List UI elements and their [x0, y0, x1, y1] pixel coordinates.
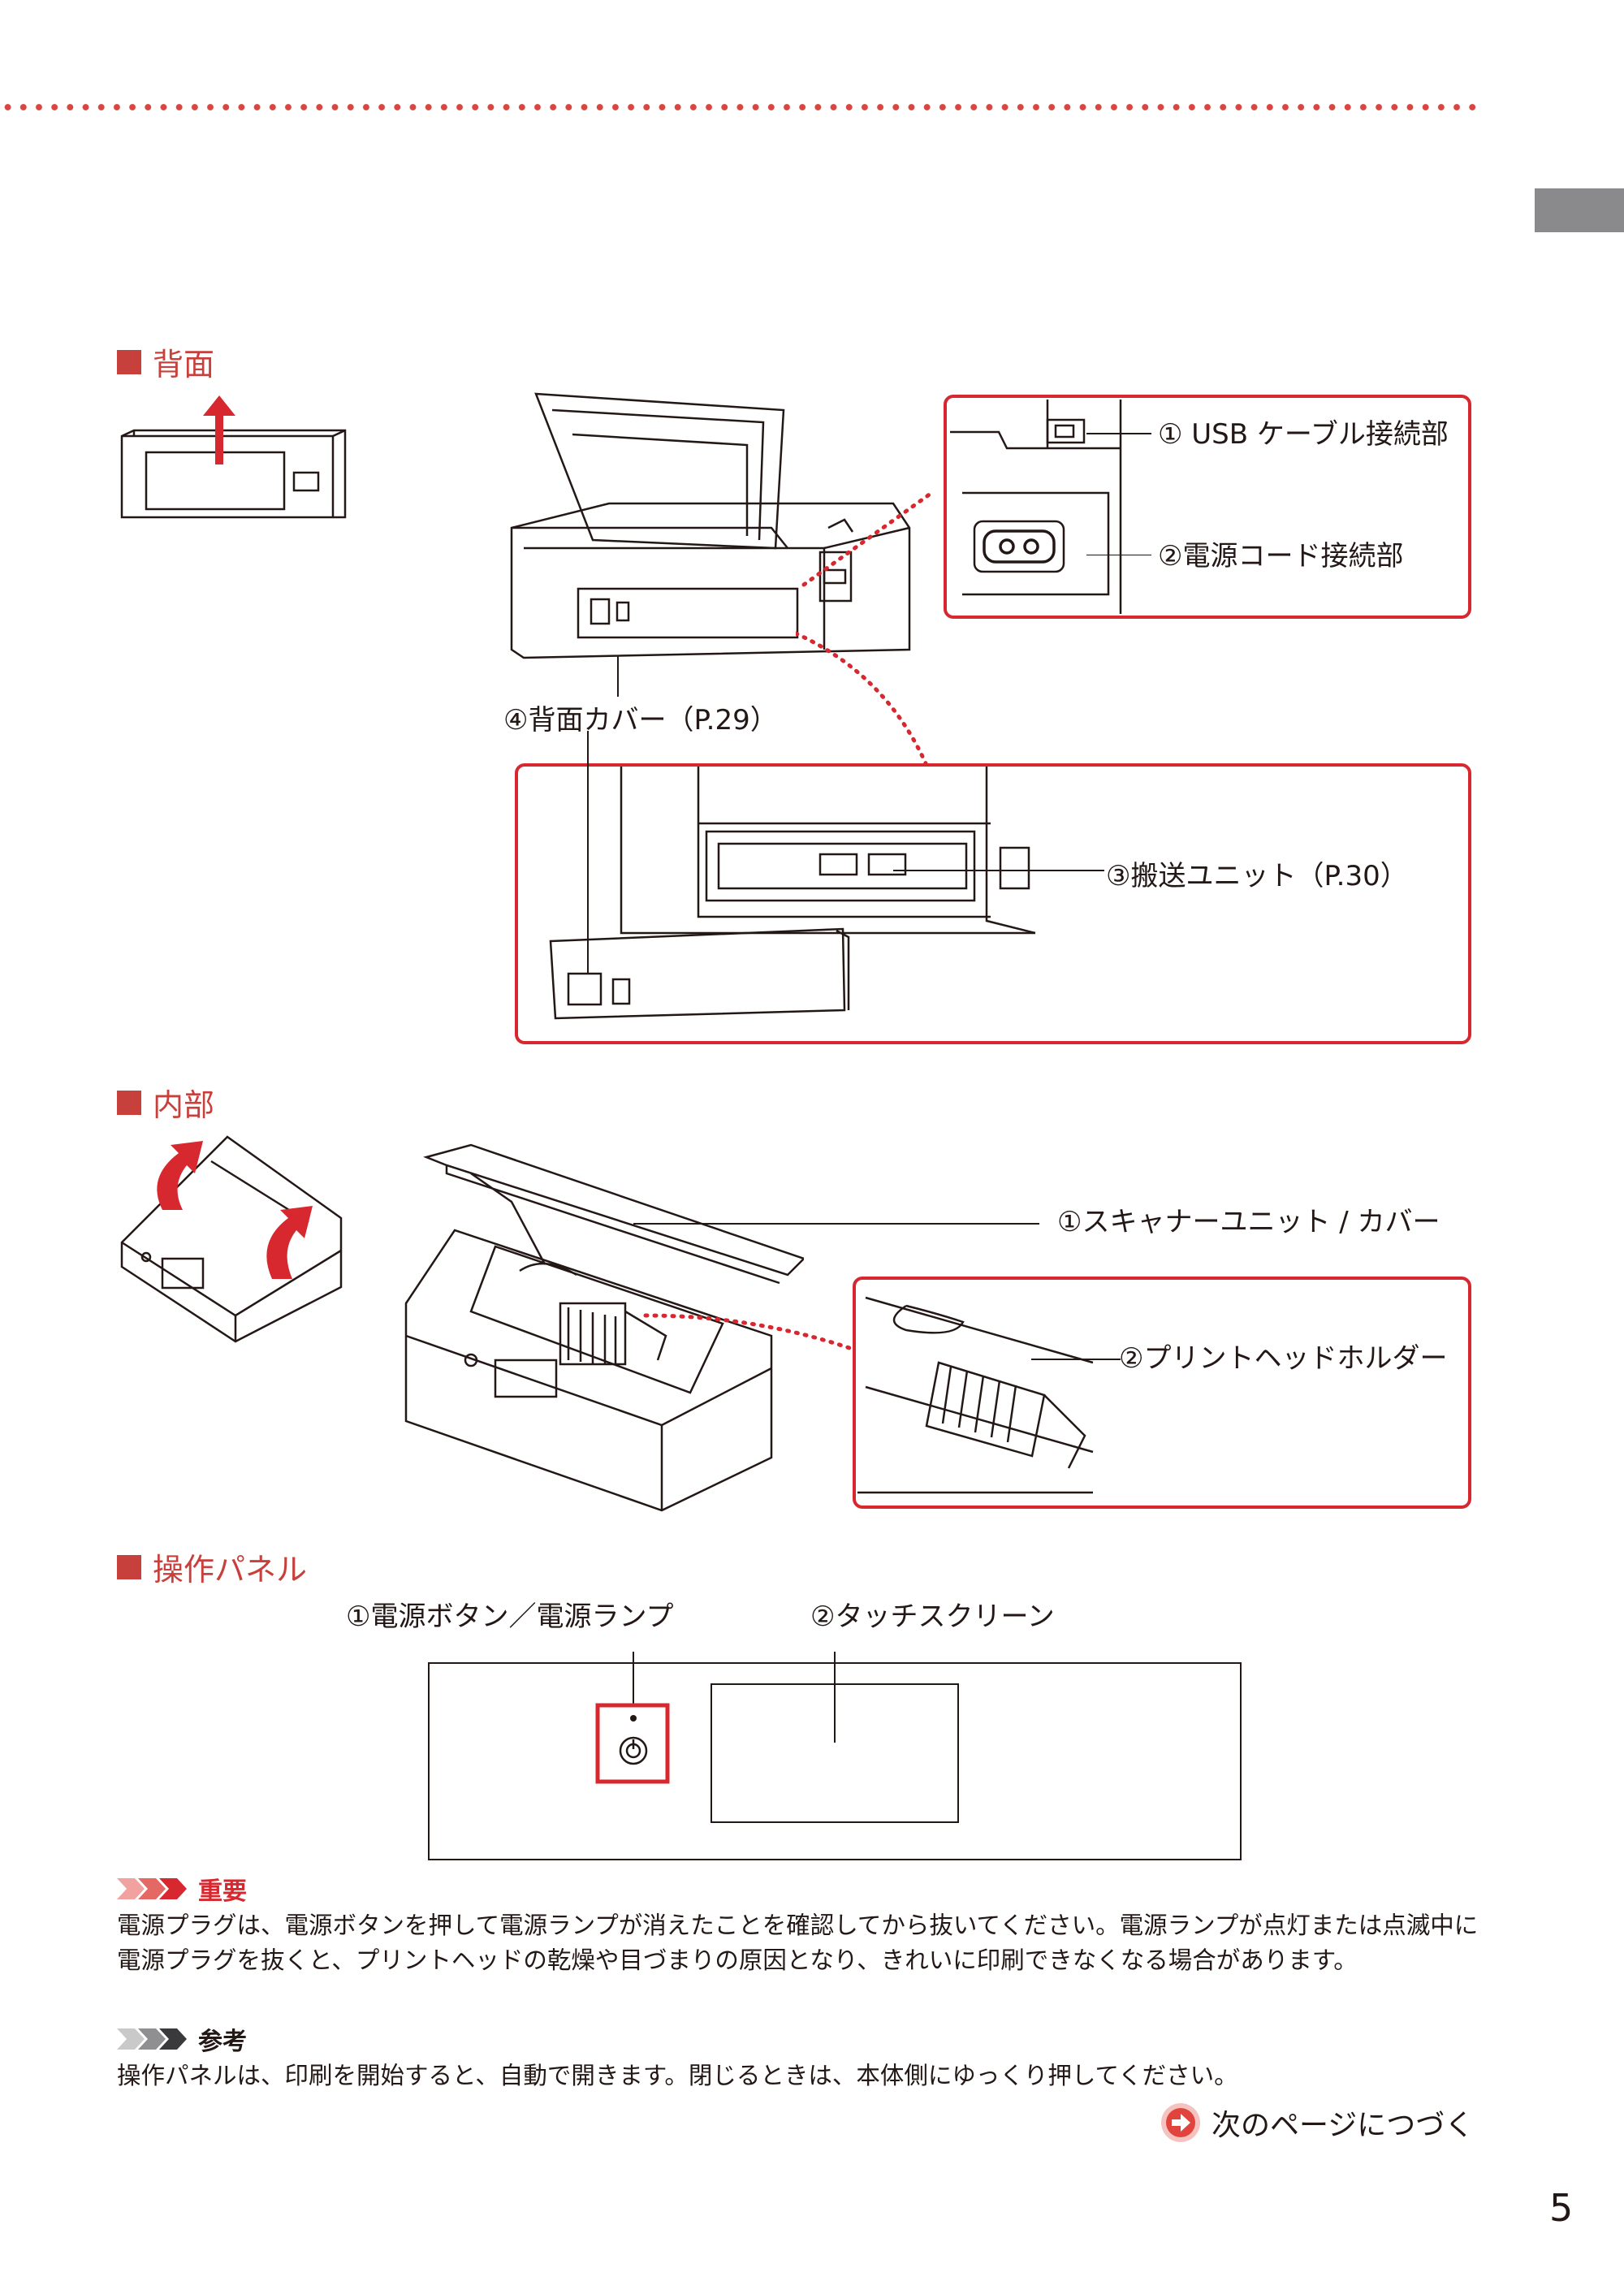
- lift-arrow-icon: [266, 1206, 313, 1279]
- callout-usb: ① USB ケーブル接続部: [1158, 418, 1449, 451]
- transport-leader-line: [893, 870, 1104, 871]
- callout-transport-unit: ③搬送ユニット（P.30）: [1106, 860, 1408, 892]
- callout-power-button: ①電源ボタン／電源ランプ: [346, 1601, 674, 1633]
- print-head-closeup-illustration: [857, 1296, 1094, 1494]
- reference-heading: 参考: [117, 2021, 247, 2057]
- zoom-leader-lines: [796, 489, 936, 766]
- section-square-icon: [117, 1554, 141, 1579]
- reference-body: 操作パネルは、印刷を開始すると、自動で開きます。閉じるときは、本体側にゆっくり押…: [117, 2062, 1238, 2089]
- zoom-box-connectors: [944, 395, 1471, 619]
- power-icon: [619, 1736, 648, 1765]
- rear-cover-leader-line-long: [587, 731, 589, 974]
- back-orientation-thumbnail: [120, 395, 347, 519]
- section-title-back: 背面: [117, 339, 214, 384]
- section-square-icon: [117, 1090, 141, 1115]
- head-zoom-leader: [643, 1313, 857, 1352]
- section-title-panel: 操作パネル: [117, 1544, 307, 1589]
- inside-printer-illustration: [404, 1143, 804, 1512]
- lift-arrow-icon: [157, 1141, 203, 1210]
- next-arrow-icon: [1161, 2103, 1200, 2142]
- section-title-inside: 内部: [117, 1080, 214, 1125]
- zoom-box-transport-unit: [515, 763, 1471, 1044]
- dotted-header-rule: [0, 102, 1478, 113]
- connector-closeup-illustration: [950, 400, 1122, 614]
- callout-scanner-unit: ①スキャナーユニット / カバー: [1057, 1206, 1440, 1238]
- important-body: 電源プラグは、電源ボタンを押して電源ランプが消えたことを確認してから抜いてくださ…: [117, 1912, 1479, 1974]
- section-square-icon: [117, 349, 141, 374]
- callout-touch-screen: ②タッチスクリーン: [810, 1601, 1055, 1633]
- triple-chevron-icon: [117, 2028, 187, 2050]
- transport-unit-illustration: [549, 767, 1036, 1020]
- important-heading: 重要: [117, 1871, 247, 1907]
- continue-next-page: 次のページにつづく: [1160, 2102, 1474, 2144]
- callout-rear-cover: ④背面カバー（P.29）: [503, 704, 778, 737]
- inside-orientation-thumbnail: [120, 1135, 343, 1343]
- connector-leader-lines: [1086, 433, 1151, 555]
- power-button-highlight: [595, 1703, 670, 1784]
- page-number: 5: [1549, 2186, 1574, 2230]
- callout-power-cord: ②電源コード接続部: [1158, 540, 1404, 572]
- scanner-leader-line: [633, 1223, 1039, 1225]
- zoom-box-print-head-holder: [853, 1277, 1471, 1509]
- operation-panel-illustration: [428, 1652, 1242, 1860]
- rear-view-printer-illustration: [510, 392, 911, 659]
- rear-cover-leader-line: [617, 656, 619, 697]
- triple-chevron-icon: [117, 1878, 187, 1899]
- callout-print-head-holder: ②プリントヘッドホルダー: [1119, 1342, 1448, 1375]
- power-lamp-icon: [630, 1715, 637, 1722]
- up-arrow-icon: [203, 395, 235, 464]
- side-chapter-tab: [1535, 188, 1624, 232]
- head-holder-leader-line: [1031, 1359, 1121, 1360]
